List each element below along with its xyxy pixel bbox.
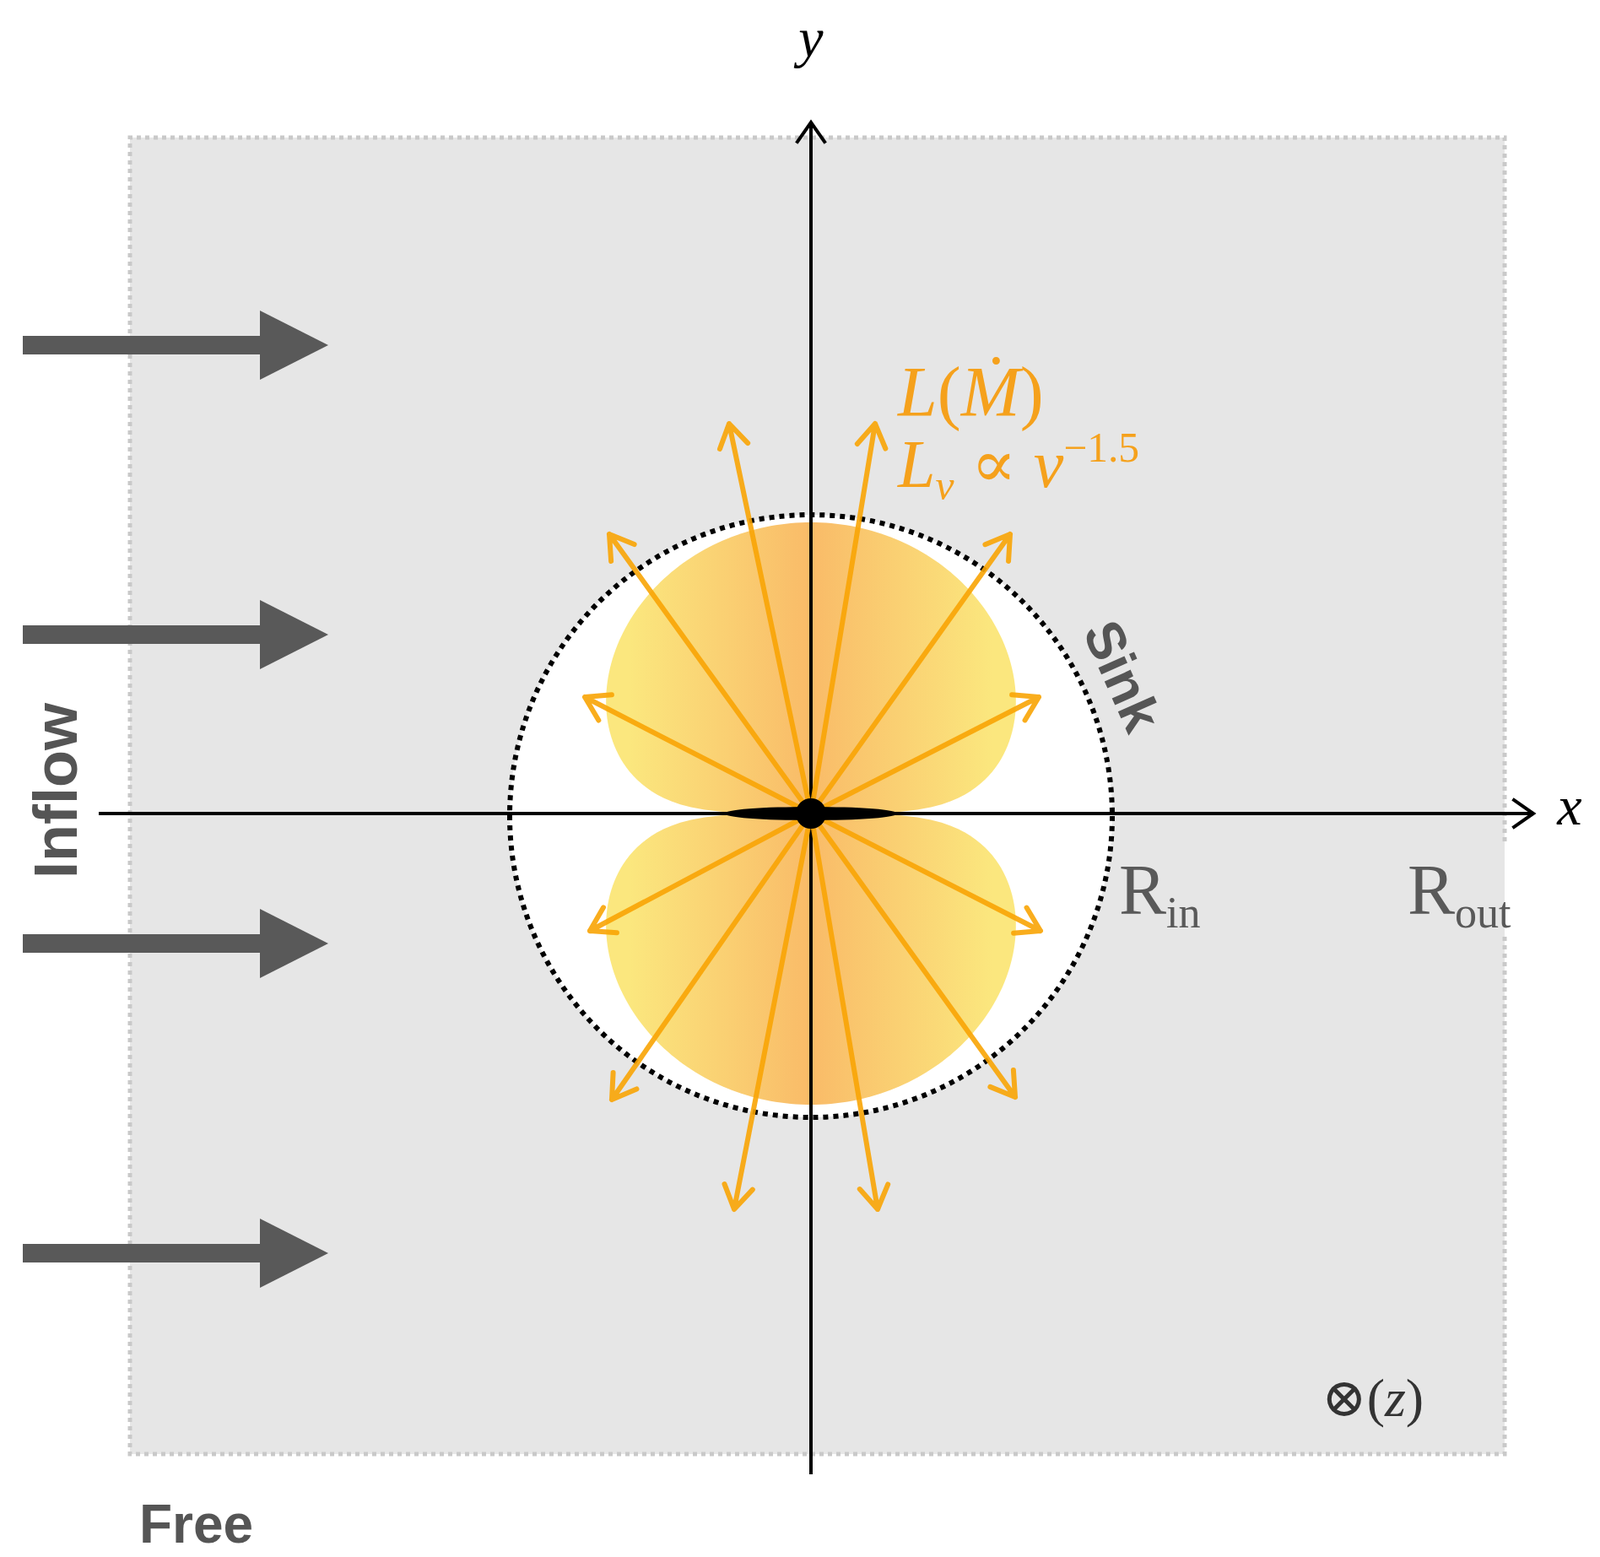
text-run: R	[1407, 850, 1455, 930]
axis-label: y	[798, 10, 823, 66]
text-run: Inflow	[21, 702, 90, 879]
radiation-ray	[810, 423, 886, 814]
text-run: ν	[935, 462, 955, 509]
inflow-arrow	[22, 625, 266, 644]
text-run: Ṁ	[961, 352, 1021, 432]
text-run: )	[1020, 352, 1044, 432]
text-run: (	[937, 352, 962, 432]
radius-label: Rout	[1407, 854, 1512, 926]
radiation-ray	[810, 694, 1039, 814]
radiation-ray	[589, 813, 811, 933]
text-run: ∝	[954, 427, 1034, 502]
text-run: Free	[139, 1493, 254, 1555]
text-run: ν	[1033, 427, 1065, 502]
inflow-arrowhead	[259, 1218, 329, 1288]
text-run: −1.5	[1063, 424, 1140, 471]
boundary-label: Inflow	[25, 702, 87, 879]
axis-arrow	[98, 799, 1534, 828]
spectrum-label: Lν ∝ ν−1.5	[897, 430, 1140, 498]
radiation-ray	[609, 534, 811, 814]
text-run: y	[798, 6, 823, 69]
black-hole	[795, 798, 827, 829]
inflow-arrowhead	[259, 310, 329, 380]
inflow-arrowhead	[259, 908, 329, 979]
inflow-arrow	[22, 335, 266, 355]
radiation-ray	[810, 813, 1041, 934]
text-run: Sink	[1071, 611, 1174, 741]
radiation-ray	[810, 534, 1011, 814]
inflow-arrow	[22, 1243, 266, 1263]
axis-label: x	[1556, 778, 1582, 834]
text-run: z	[1384, 1367, 1406, 1428]
radiation-ray	[810, 813, 888, 1210]
text-run: out	[1454, 888, 1512, 937]
direction-label: ⊗(z)	[1321, 1371, 1424, 1426]
domain-border	[129, 137, 1505, 1455]
text-run: in	[1166, 888, 1201, 937]
region-label: Sink	[1074, 612, 1170, 740]
text-run: x	[1556, 774, 1582, 837]
text-run: L	[897, 427, 936, 502]
radiation-ray	[584, 694, 811, 814]
inflow-arrow	[22, 934, 266, 953]
inflow-arrowhead	[259, 600, 329, 670]
text-run: )	[1405, 1367, 1424, 1428]
text-run: R	[1118, 850, 1167, 930]
radiation-ray	[724, 813, 811, 1210]
radius-label: Rin	[1118, 854, 1201, 926]
text-run: L	[897, 352, 938, 432]
boundary-label: Free	[139, 1497, 254, 1552]
text-run: ⊗(	[1321, 1367, 1385, 1428]
luminosity-label: L(Ṁ)	[897, 356, 1044, 428]
radiation-ray	[810, 813, 1016, 1098]
radiation-ray	[719, 423, 811, 814]
domain-region	[129, 137, 1505, 1455]
